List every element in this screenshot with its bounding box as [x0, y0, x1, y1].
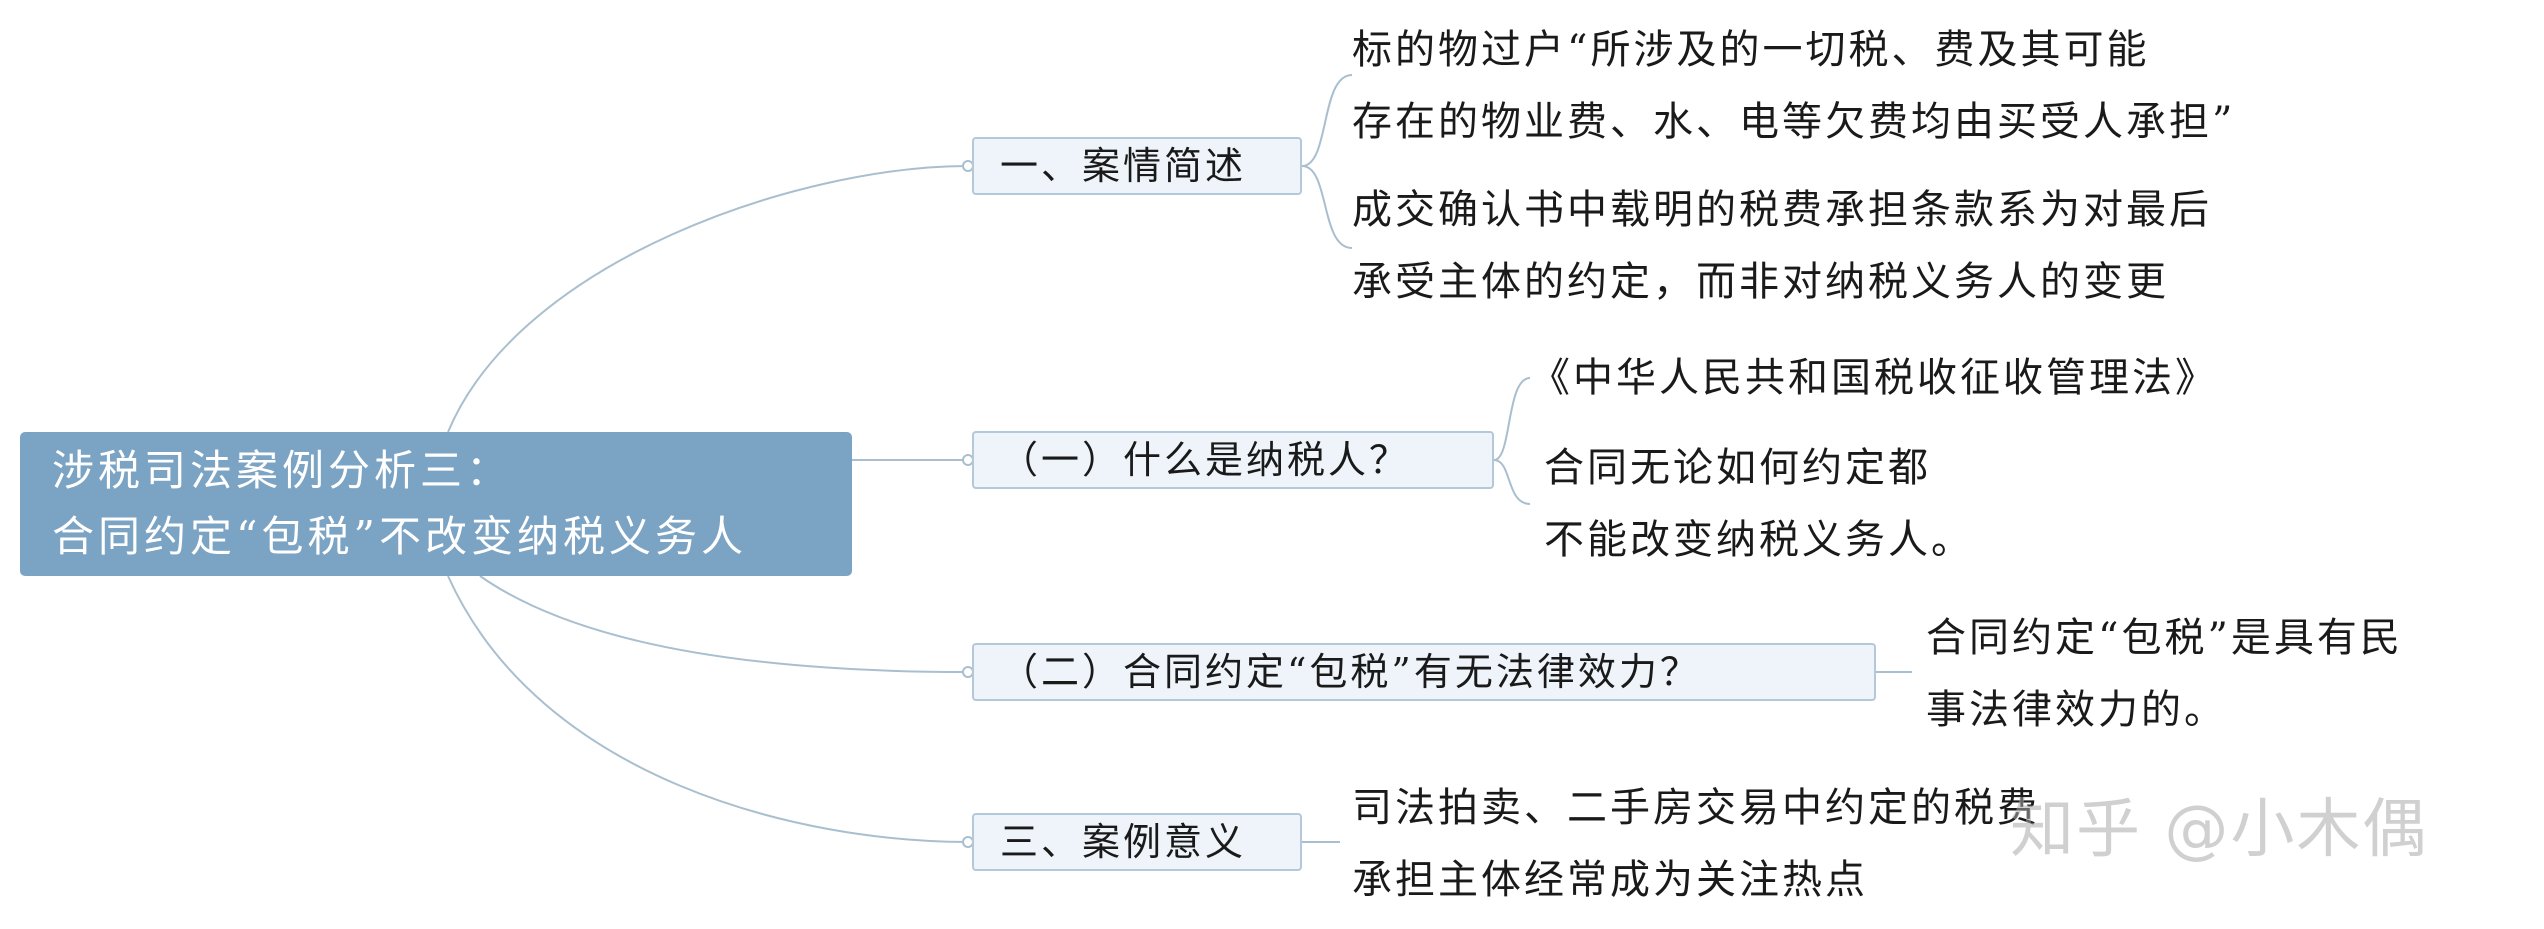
leaf-text-line: 承担主体经常成为关注热点 [1352, 857, 1868, 903]
link-root-branch-1 [447, 165, 969, 433]
leaf-contract-cannot-change[interactable]: 合同无论如何约定都 不能改变纳税义务人。 [1544, 432, 1974, 576]
leaf-text-line: 《中华人民共和国税收征收管理法》 [1530, 355, 2218, 401]
branch-legal-effect[interactable]: （二）合同约定“包税”有无法律效力？ [972, 643, 1876, 701]
link-branch-1-leaf-1 [1301, 74, 1353, 167]
leaf-text-line: 不能改变纳税义务人。 [1544, 517, 1974, 563]
link-branch-1-leaf-2 [1301, 165, 1353, 249]
root-topic-line-1: 涉税司法案例分析三： [52, 446, 513, 495]
leaf-text-line: 司法拍卖、二手房交易中约定的税费 [1352, 785, 2040, 831]
branch-case-summary[interactable]: 一、案情简述 [972, 137, 1302, 195]
leaf-case-summary-1[interactable]: 标的物过户“所涉及的一切税、费及其可能 存在的物业费、水、电等欠费均由买受人承担… [1352, 14, 2235, 158]
leaf-legal-effect[interactable]: 合同约定“包税”是具有民 事法律效力的。 [1926, 602, 2403, 746]
leaf-case-summary-2[interactable]: 成交确认书中载明的税费承担条款系为对最后 承受主体的约定，而非对纳税义务人的变更 [1352, 174, 2212, 318]
link-branch-2-leaf-2 [1493, 459, 1531, 505]
leaf-text-line: 成交确认书中载明的税费承担条款系为对最后 [1352, 187, 2212, 233]
root-topic-line-2: 合同约定“包税”不改变纳税义务人 [52, 512, 747, 561]
leaf-text-line: 事法律效力的。 [1926, 687, 2227, 733]
leaf-text-line: 合同无论如何约定都 [1544, 445, 1931, 491]
leaf-tax-law[interactable]: 《中华人民共和国税收征收管理法》 [1530, 342, 2218, 414]
link-root-branch-3 [479, 575, 969, 673]
root-topic[interactable]: 涉税司法案例分析三： 合同约定“包税”不改变纳税义务人 [20, 432, 852, 576]
watermark: 知乎 @小木偶 [2010, 793, 2429, 867]
leaf-case-significance[interactable]: 司法拍卖、二手房交易中约定的税费 承担主体经常成为关注热点 [1352, 772, 2040, 916]
leaf-text-line: 合同约定“包税”是具有民 [1926, 615, 2403, 661]
leaf-text-line: 标的物过户“所涉及的一切税、费及其可能 [1352, 27, 2150, 73]
leaf-text-line: 承受主体的约定，而非对纳税义务人的变更 [1352, 259, 2169, 305]
link-root-branch-4 [447, 575, 969, 843]
branch-case-significance[interactable]: 三、案例意义 [972, 813, 1302, 871]
link-branch-2-leaf-1 [1493, 377, 1531, 461]
branch-what-is-taxpayer[interactable]: （一）什么是纳税人？ [972, 431, 1494, 489]
leaf-text-line: 存在的物业费、水、电等欠费均由买受人承担” [1352, 99, 2236, 145]
